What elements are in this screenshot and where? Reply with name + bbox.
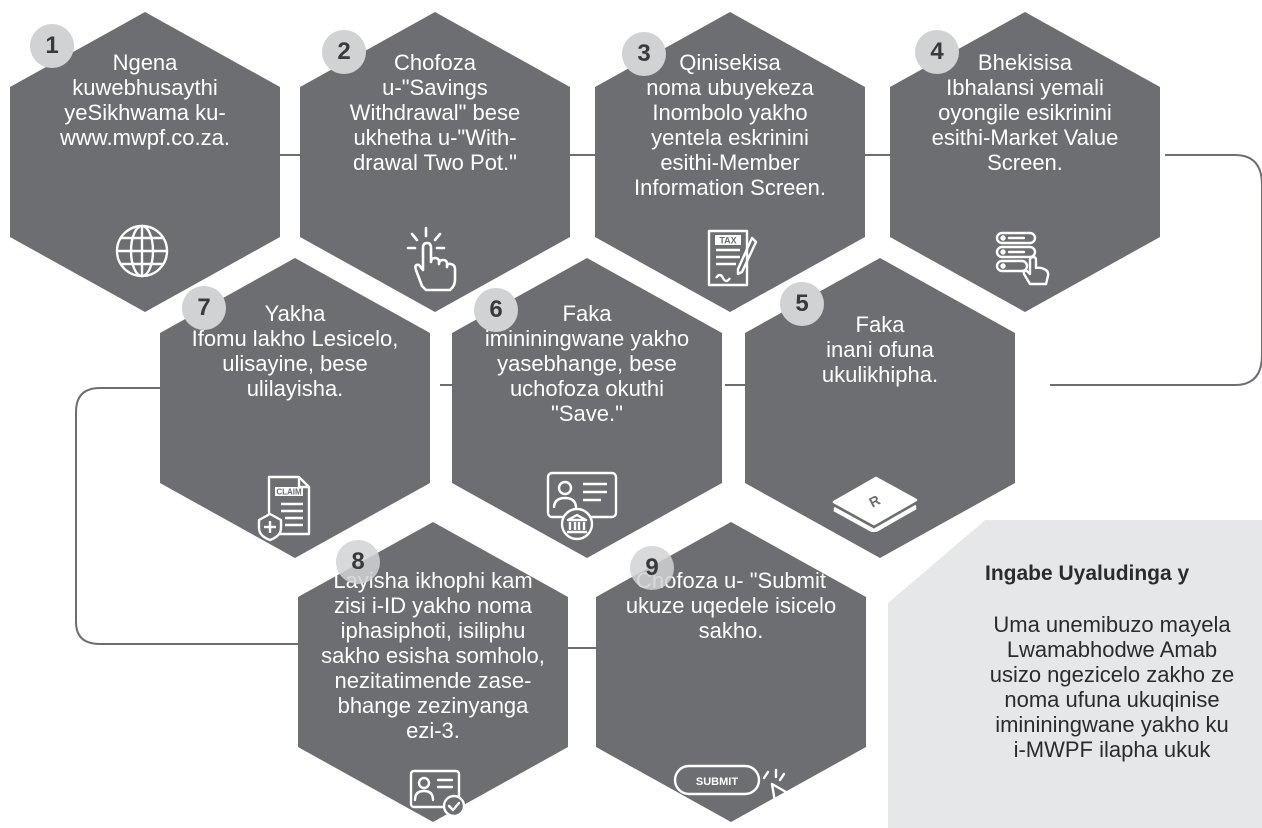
help-panel-body: Uma unemibuzo mayela Lwamabhodwe Amab us… [989, 612, 1235, 762]
pointer-click-icon [406, 226, 457, 292]
step-7-badge: 7 [182, 286, 226, 330]
step-1-text: Ngena kuwebhusaythi yeSikhwama ku- www.m… [60, 50, 230, 150]
step-6-text: Faka imininingwane yakho yasebhange, bes… [484, 301, 690, 426]
step-2-badge: 2 [322, 30, 366, 74]
step-9-text: Chofoza u- "Submit ukuze uqedele isicelo… [625, 568, 837, 643]
step-3-text: Qinisekisa noma ubuyekeza Inombolo yakho… [634, 50, 826, 200]
checklist-touch-icon [995, 231, 1050, 286]
help-panel: Ingabe Uyaludinga y Uma unemibuzo mayela… [888, 520, 1262, 828]
connector-line [75, 387, 300, 645]
step-5-badge: 5 [780, 282, 824, 326]
claim-label: CLAIM [276, 488, 302, 497]
claim-form-icon: CLAIM [257, 475, 311, 542]
step-9-badge: 9 [630, 546, 674, 590]
tax-label: TAX [719, 236, 736, 246]
step-8-text: Layisha ikhophi kam zisi i-ID yakho noma… [321, 568, 545, 743]
step-4-text: Bhekisisa Ibhalansi yemali oyongile esik… [931, 50, 1119, 175]
tax-document-icon: TAX [707, 229, 758, 287]
step-5-text: Faka inani ofuna ukulikhipha. [821, 312, 939, 387]
step-1-badge: 1 [30, 24, 74, 68]
step-7-text: Yakha Ifomu lakho Lesicelo, ulisayine, b… [191, 301, 399, 401]
step-4-badge: 4 [915, 30, 959, 74]
globe-icon [115, 224, 169, 278]
connector-line [1050, 154, 1262, 386]
help-panel-title: Ingabe Uyaludinga y [985, 562, 1190, 585]
id-verified-icon [409, 769, 466, 818]
submit-label: SUBMIT [696, 776, 738, 788]
submit-button-icon: SUBMIT [673, 764, 795, 811]
bank-profile-icon [546, 471, 618, 541]
step-2-text: Chofoza u-"Savings Withdrawal" bese ukhe… [349, 50, 521, 175]
step-8-badge: 8 [336, 540, 380, 584]
step-6-badge: 6 [474, 288, 518, 332]
cash-stack-icon: R [832, 476, 918, 532]
step-3-badge: 3 [622, 32, 666, 76]
